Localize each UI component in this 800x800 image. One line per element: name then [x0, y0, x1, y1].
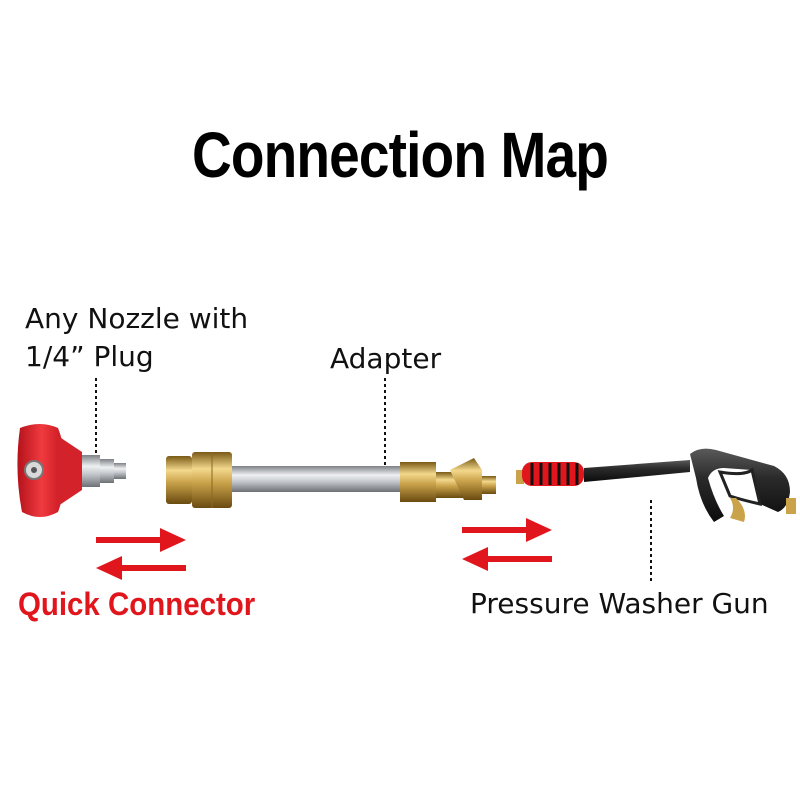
adapter-label: Adapter: [330, 342, 442, 375]
nozzle-icon: [17, 424, 126, 517]
adapter-icon: [166, 452, 496, 508]
arrow-right-icon: [462, 518, 552, 542]
gun-connection-arrows: [462, 518, 552, 571]
nozzle-label-line1: Any Nozzle with: [25, 302, 249, 335]
quick-connector-arrows: [96, 528, 186, 580]
arrow-right-icon: [96, 528, 186, 552]
pressure-washer-gun-icon: [516, 448, 796, 522]
arrow-left-icon: [462, 547, 552, 571]
quick-connector-label: Quick Connector: [18, 586, 256, 622]
arrow-left-icon: [96, 556, 186, 580]
diagram-title: Connection Map: [191, 119, 609, 191]
pressure-washer-gun-label: Pressure Washer Gun: [470, 587, 769, 620]
nozzle-label-line2: 1/4” Plug: [25, 340, 154, 373]
